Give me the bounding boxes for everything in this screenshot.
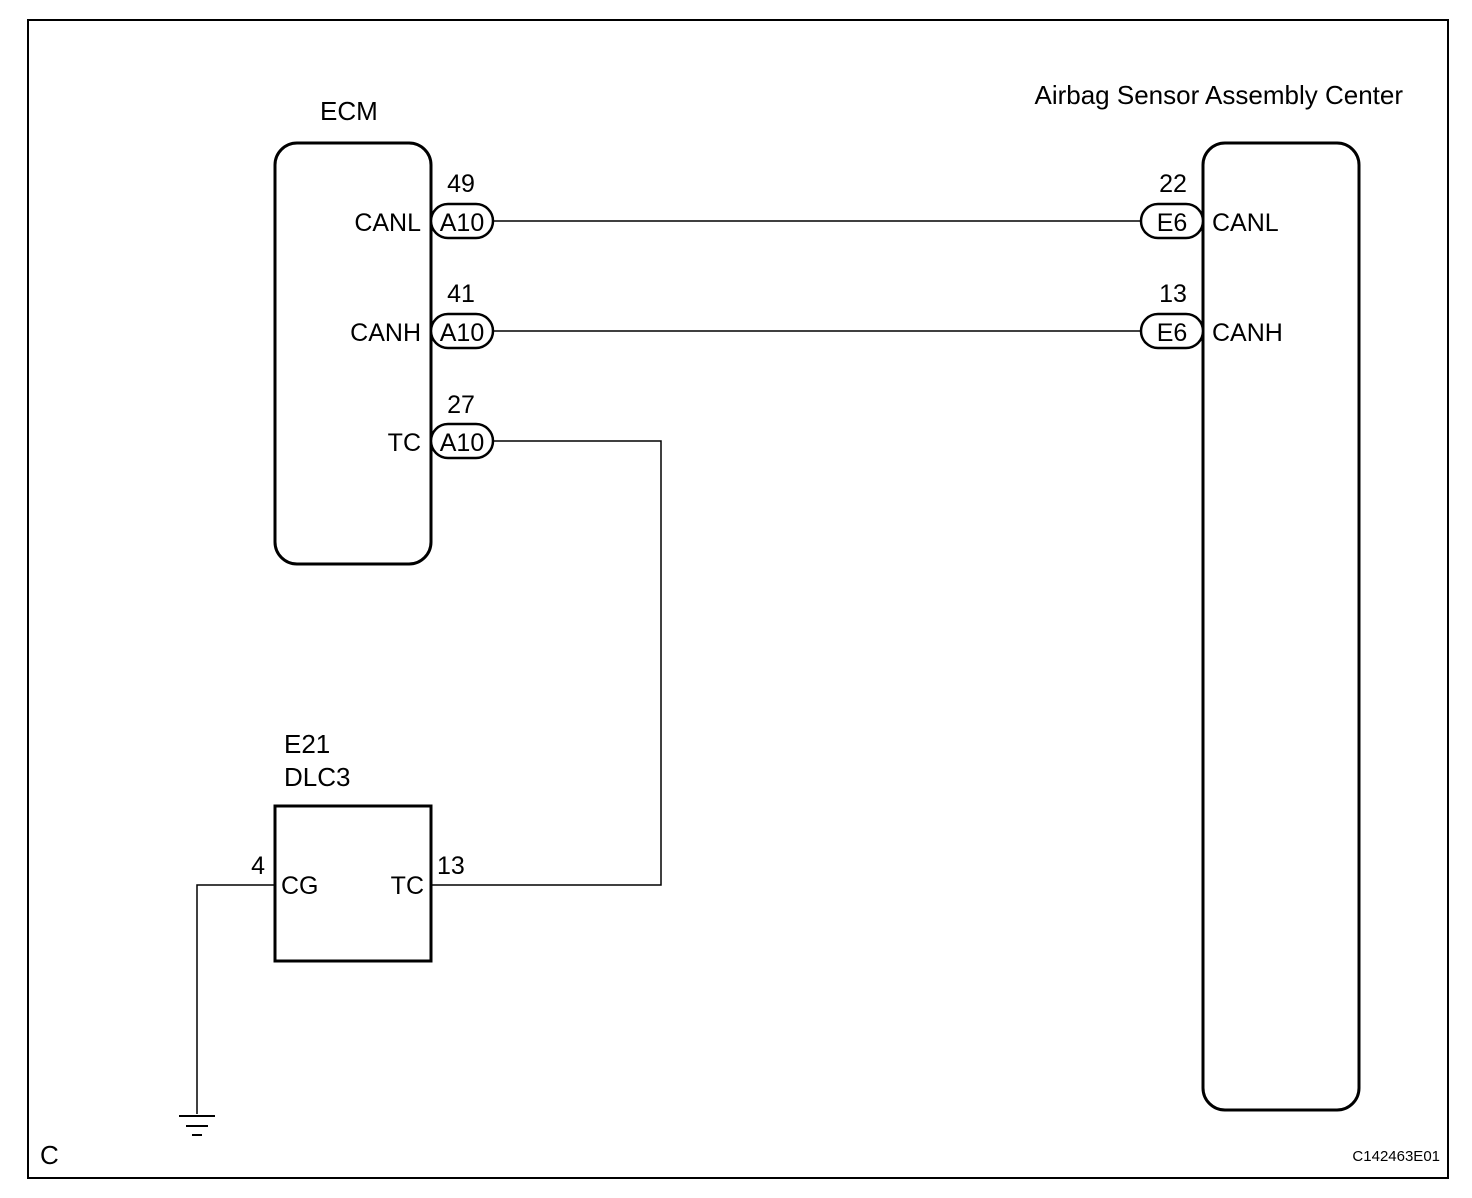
dlc3-pin-tc: 13 TC	[391, 852, 465, 900]
diagram-frame	[27, 19, 1449, 1179]
ecm-pin-label: TC	[388, 429, 421, 457]
ecm-pin-number: 41	[447, 280, 475, 308]
ecm-pin-canl: CANL 49 A10	[354, 170, 495, 240]
airbag-pin-label: CANH	[1212, 319, 1283, 347]
corner-label: C	[40, 1140, 59, 1170]
ecm-pin-label: CANL	[354, 209, 421, 237]
airbag-pin-label: CANL	[1212, 209, 1279, 237]
airbag-title: Airbag Sensor Assembly Center	[1034, 80, 1403, 110]
dlc3-box	[273, 804, 433, 963]
connector-code: E6	[1157, 209, 1188, 237]
dlc3-pin-cg: 4 CG	[251, 852, 318, 900]
wire-ground	[196, 884, 275, 1114]
dlc3-pin-number: 4	[251, 852, 265, 880]
connector-code: A10	[440, 209, 484, 237]
connector-code: A10	[440, 319, 484, 347]
airbag-pin-number: 13	[1159, 280, 1187, 308]
dlc3-pin-number: 13	[437, 852, 465, 880]
ecm-title: ECM	[320, 96, 378, 126]
ecm-pin-number: 27	[447, 391, 475, 419]
connector-code: A10	[440, 429, 484, 457]
connector-code: E6	[1157, 319, 1188, 347]
figure-code: C142463E01	[1352, 1148, 1440, 1165]
airbag-pin-canl: 22 E6 CANL	[1139, 170, 1279, 240]
dlc3-title: DLC3	[284, 762, 350, 792]
dlc3-code: E21	[284, 729, 330, 759]
ecm-pin-canh: CANH 41 A10	[350, 280, 495, 350]
airbag-pin-number: 22	[1159, 170, 1187, 198]
airbag-pin-canh: 13 E6 CANH	[1139, 280, 1283, 350]
ecm-pin-tc: TC 27 A10	[388, 391, 495, 460]
ground-symbol-icon	[179, 1115, 215, 1136]
airbag-sensor-box	[1201, 141, 1361, 1112]
ecm-pin-number: 49	[447, 170, 475, 198]
ecm-pin-label: CANH	[350, 319, 421, 347]
wire-tc	[431, 440, 662, 886]
ecm-box	[273, 141, 433, 566]
dlc3-pin-label: TC	[391, 872, 424, 900]
dlc3-pin-label: CG	[281, 872, 319, 900]
